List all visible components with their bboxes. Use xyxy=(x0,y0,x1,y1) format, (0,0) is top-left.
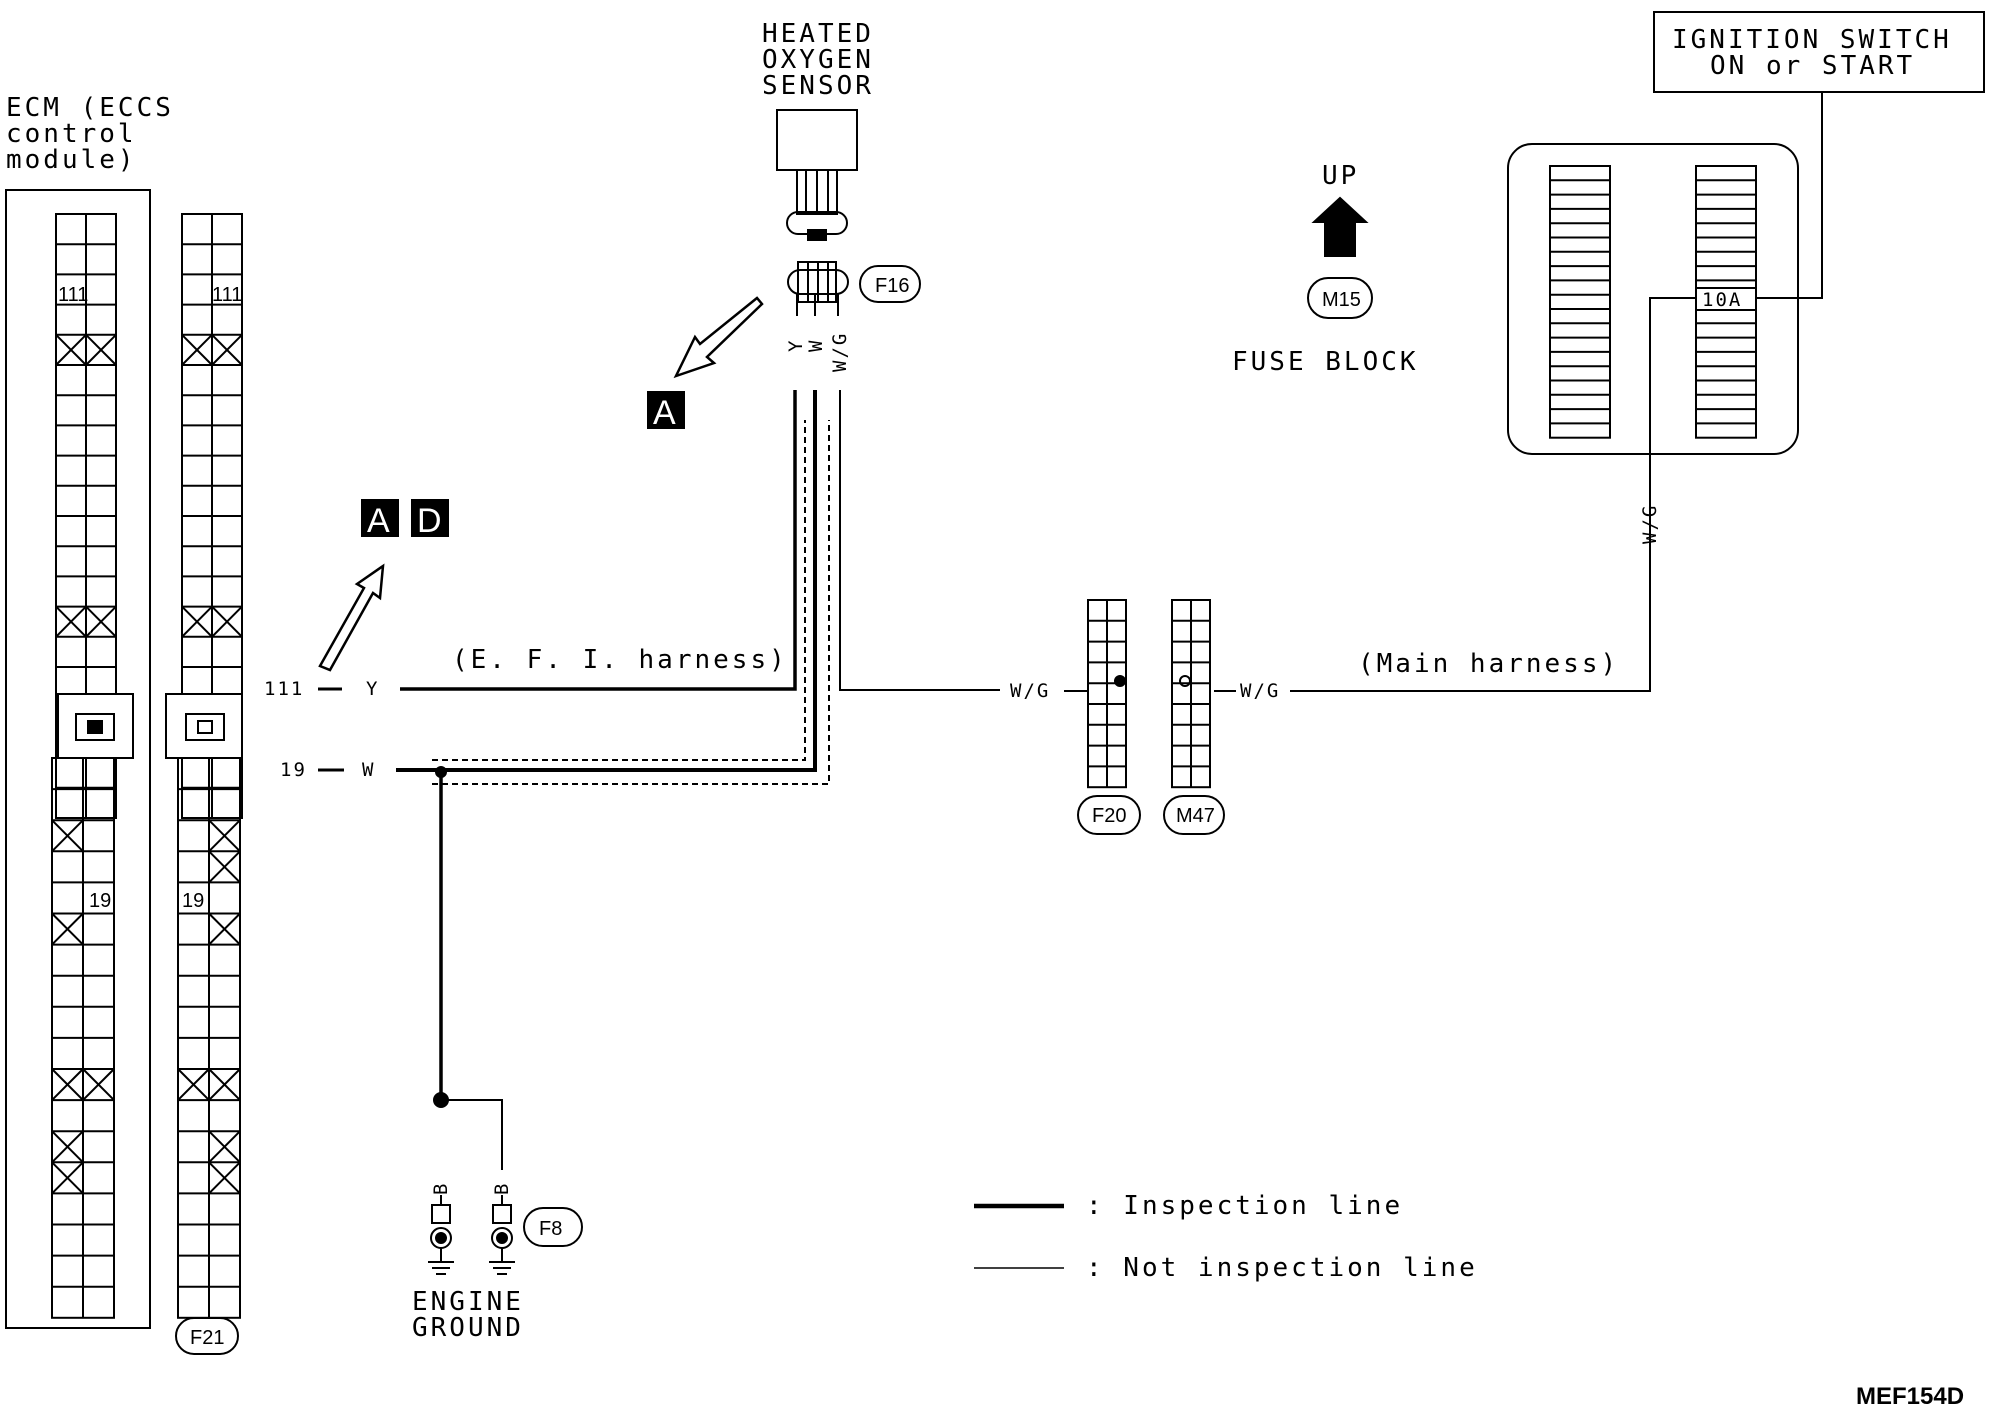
connector-f8-label: F8 xyxy=(539,1218,562,1240)
ground-terminal-left xyxy=(428,1195,454,1275)
sensor-wire-w-label: W xyxy=(805,339,827,352)
terminal-19-label: 19 xyxy=(280,759,307,781)
marker-a2-label: A xyxy=(653,394,676,432)
marker-a-box xyxy=(361,499,399,537)
wg-label-m47: W/G xyxy=(1240,680,1280,702)
ignition-switch-line2: ON or START xyxy=(1710,51,1915,81)
connector-f16-label: F16 xyxy=(875,275,909,297)
sensor-connector-f16 xyxy=(787,261,849,316)
main-harness-label: (Main harness) xyxy=(1358,649,1619,679)
legend-not-inspection-text: : Not inspection line xyxy=(1086,1253,1478,1283)
wg-label-f20: W/G xyxy=(1010,680,1050,702)
marker-a2-box xyxy=(647,391,685,429)
connector-f21-label: F21 xyxy=(190,1327,224,1349)
ecm-pin-19-right: 19 xyxy=(182,890,204,912)
up-arrow-icon xyxy=(1311,196,1369,257)
connector-lock-socket-right xyxy=(185,713,225,741)
fuse-block-label: FUSE BLOCK xyxy=(1232,347,1419,377)
connector-lock-ring-right xyxy=(197,720,213,734)
ground-terminal-right xyxy=(489,1195,515,1275)
wire-w-shield-outer xyxy=(432,420,830,785)
connector-f20-label: F20 xyxy=(1092,805,1126,827)
connector-lock-dot-left xyxy=(87,720,103,734)
sensor-wire-y-label: Y xyxy=(785,339,807,352)
connector-m15-label: M15 xyxy=(1322,289,1361,311)
ground-b-label-left: B xyxy=(430,1182,452,1195)
legend-inspection-text: : Inspection line xyxy=(1086,1191,1403,1221)
ecm-pin-111-left: 111 xyxy=(58,284,88,306)
heated-oxygen-sensor-body xyxy=(776,109,858,241)
wire-wg-sensor-line xyxy=(839,390,1000,691)
connector-m47-grid xyxy=(1171,599,1211,789)
ecm-label-line2: control xyxy=(6,119,137,149)
engine-ground-line2: GROUND xyxy=(412,1313,524,1343)
sensor-wire-wg-label: W/G xyxy=(829,332,851,372)
connector-m47-label: M47 xyxy=(1176,805,1215,827)
wire-ignition-line xyxy=(1756,92,1823,299)
ecm-connector-left xyxy=(51,213,117,1319)
connector-lock-right xyxy=(165,693,243,759)
wire-w-label: W xyxy=(362,759,375,781)
marker-d-box xyxy=(411,499,449,537)
engine-ground-line1: ENGINE xyxy=(412,1287,524,1317)
sensor-label-line1: HEATED xyxy=(762,19,874,49)
efi-harness-label: (E. F. I. harness) xyxy=(452,645,788,675)
marker-a-label: A xyxy=(367,502,390,540)
wg-label-main-vertical: W/G xyxy=(1639,504,1661,544)
connector-m15-badge xyxy=(1307,277,1373,319)
ecm-connector-f21 xyxy=(177,213,243,1319)
connector-f20-grid xyxy=(1087,599,1127,789)
ignition-switch-line1: IGNITION SWITCH xyxy=(1672,25,1952,55)
arrow-to-a-icon xyxy=(673,296,764,379)
connector-f21-badge xyxy=(175,1317,239,1355)
arrow-to-ad-icon xyxy=(318,563,385,672)
ecm-label-line1: ECM (ECCS xyxy=(6,93,174,123)
wire-w-shield-inner xyxy=(432,420,806,761)
sensor-label-line3: SENSOR xyxy=(762,71,874,101)
terminal-111-label: 111 xyxy=(264,678,304,700)
wire-ground-branch xyxy=(441,1099,503,1170)
ignition-switch-box xyxy=(1653,11,1985,93)
wire-w-line xyxy=(396,390,817,772)
ecm-pin-111-right: 111 xyxy=(212,284,242,306)
sensor-label-line2: OXYGEN xyxy=(762,45,874,75)
wire-y-label: Y xyxy=(366,678,379,700)
m47-pin-ring xyxy=(1179,675,1191,687)
connector-f8-badge xyxy=(523,1207,583,1247)
connector-f16-badge xyxy=(859,265,921,303)
connector-lock-socket-left xyxy=(75,713,115,741)
fuse-column-left xyxy=(1549,165,1611,439)
marker-d-label: D xyxy=(417,502,442,540)
ground-b-label-right: B xyxy=(491,1182,513,1195)
f20-pin-dot xyxy=(1114,675,1126,687)
fuse-10a-label: 10A xyxy=(1702,289,1742,311)
ecm-label-line3: module) xyxy=(6,145,137,175)
wire-y-line xyxy=(400,390,797,691)
connector-m47-badge xyxy=(1163,795,1225,835)
up-label: UP xyxy=(1322,161,1359,191)
figure-code: MEF154D xyxy=(1856,1383,1964,1410)
wire-wg-main-line xyxy=(1290,297,1706,692)
ecm-pin-19-left: 19 xyxy=(89,890,111,912)
ecm-module-box xyxy=(5,189,151,1329)
connector-f20-badge xyxy=(1077,795,1141,835)
